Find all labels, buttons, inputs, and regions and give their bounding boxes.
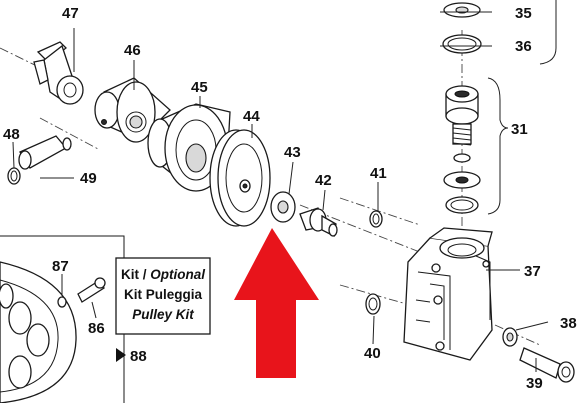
label-35: 35: [515, 5, 532, 22]
label-47: 47: [62, 5, 79, 22]
part-35-washer: [443, 2, 481, 18]
label-40: 40: [364, 345, 381, 362]
part-48-snap-ring: [7, 167, 21, 185]
kit-line-3: Pulley Kit: [132, 307, 194, 322]
pulley-kit-section: [0, 235, 125, 403]
part-31-valve-assembly: [443, 85, 481, 214]
part-39-bolt: [519, 347, 575, 383]
label-46: 46: [124, 42, 141, 59]
label-31: 31: [511, 121, 528, 138]
part-41-o-ring: [369, 210, 383, 228]
kit-line-1: Kit / Optional: [121, 267, 205, 282]
label-42: 42: [315, 172, 332, 189]
part-43-washer: [270, 191, 296, 223]
part-88-pointer-icon: [116, 348, 126, 362]
part-47-connecting-rod: [33, 41, 84, 105]
label-38: 38: [560, 315, 577, 332]
part-36-o-ring: [442, 34, 482, 54]
label-39: 39: [526, 375, 543, 392]
label-48: 48: [3, 126, 20, 143]
highlight-arrow: [234, 228, 319, 378]
label-49: 49: [80, 170, 97, 187]
label-87: 87: [52, 258, 69, 275]
label-37: 37: [524, 263, 541, 280]
label-45: 45: [191, 79, 208, 96]
part-labels: 47 46 45 44 43 42 41 48 49 87 86 88 35 3…: [3, 5, 577, 392]
label-88: 88: [130, 348, 147, 365]
label-36: 36: [515, 38, 532, 55]
label-86: 86: [88, 320, 105, 337]
part-44-pulley-disc: [209, 129, 271, 227]
kit-label-box: Kit / Optional Kit Puleggia Pulley Kit: [115, 257, 211, 335]
label-41: 41: [370, 165, 387, 182]
part-49-pin: [18, 135, 72, 170]
bracket-31: [487, 77, 509, 215]
label-43: 43: [284, 144, 301, 161]
part-87-washer: [57, 296, 67, 308]
part-40-o-ring: [365, 293, 381, 315]
kit-line-2: Kit Puleggia: [124, 287, 202, 302]
part-38-washer: [502, 327, 518, 347]
part-42-bolt: [299, 207, 338, 237]
leader-lines: [12, 11, 549, 372]
part-37-pump-head: [403, 227, 493, 361]
bracket-35-36: [539, 0, 557, 65]
label-44: 44: [243, 108, 260, 125]
